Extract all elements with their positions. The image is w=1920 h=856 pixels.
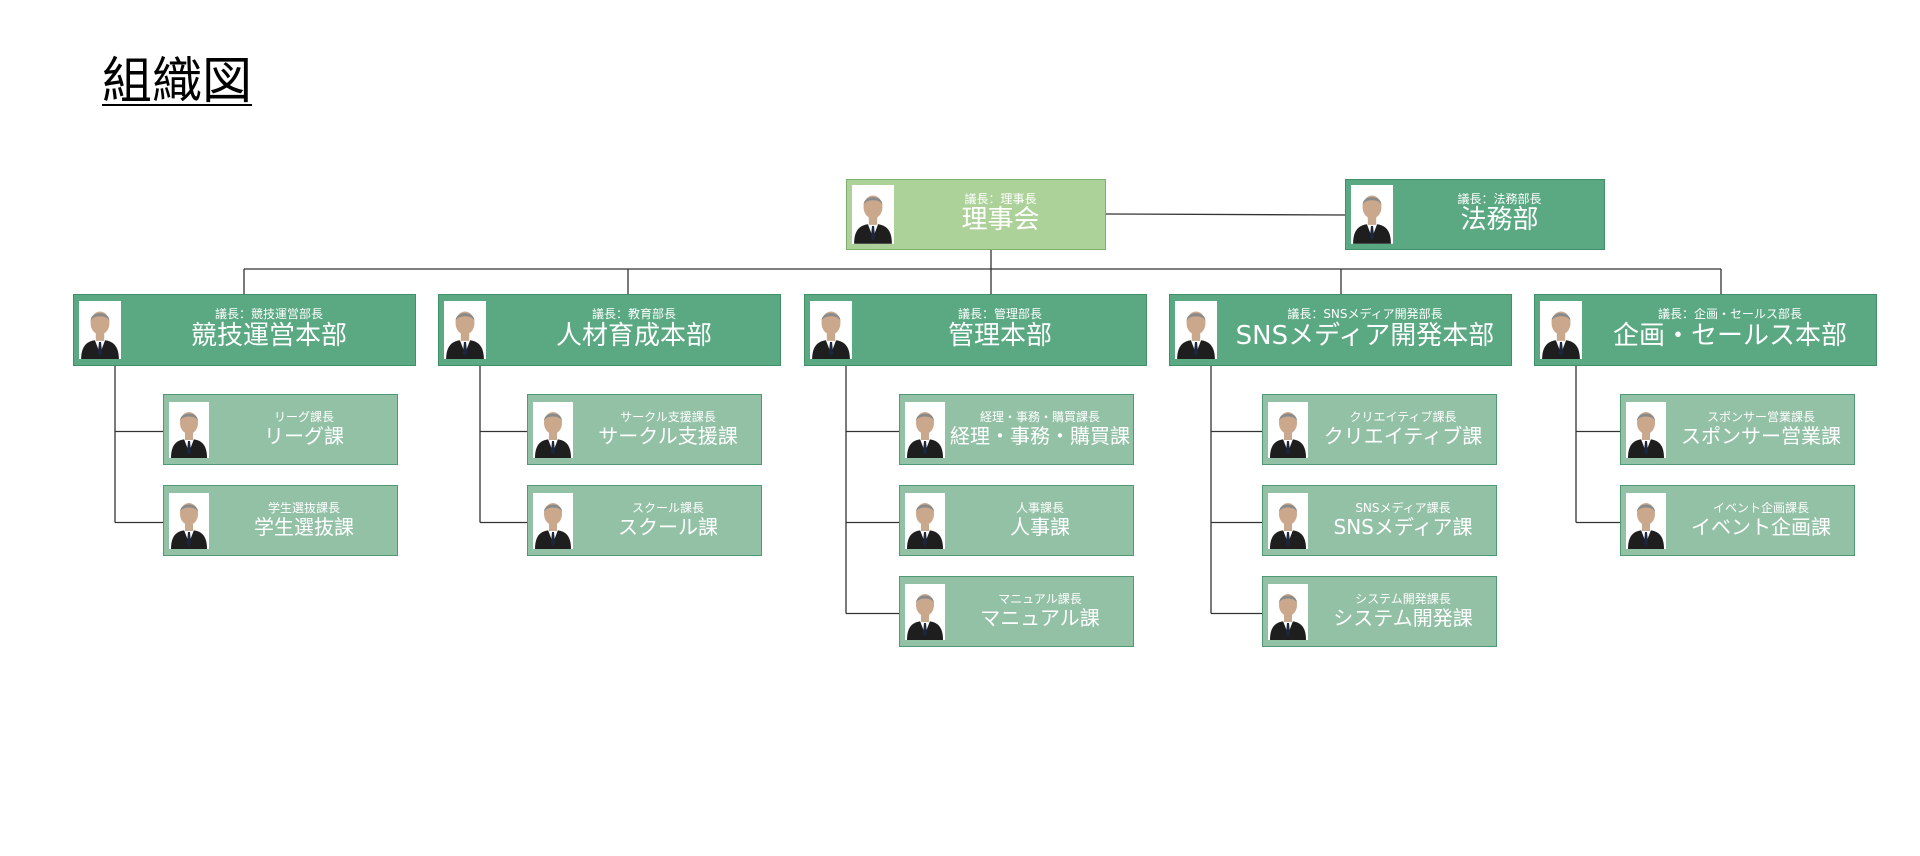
- person-avatar-icon: [905, 583, 945, 640]
- person-avatar-icon: [1268, 492, 1308, 549]
- person-avatar-icon: [1540, 300, 1582, 360]
- board-box-role: 議長：理事長: [964, 192, 1037, 206]
- section-box-3-1-name: SNSメディア課: [1333, 514, 1473, 539]
- section-box-3-0: クリエイティブ課長クリエイティブ課: [1262, 394, 1497, 465]
- section-box-0-1-role: 学生選抜課長: [267, 502, 340, 516]
- section-box-1-1: スクール課長スクール課: [527, 485, 762, 556]
- board-box-text: 議長：理事長理事会: [896, 193, 1105, 237]
- section-box-0-0-name: リーグ課: [264, 423, 344, 448]
- section-box-3-2: システム開発課長システム開発課: [1262, 576, 1497, 647]
- section-box-3-2-name: システム開発課: [1333, 605, 1473, 630]
- division-box-4-text: 議長：企画・セールス部長企画・セールス本部: [1584, 308, 1876, 352]
- section-box-2-1-text: 人事課長人事課: [947, 502, 1133, 539]
- section-box-2-2-name: マニュアル課: [980, 605, 1100, 630]
- section-box-0-0: リーグ課長リーグ課: [163, 394, 398, 465]
- section-box-2-1-name: 人事課: [1010, 514, 1070, 539]
- person-avatar-icon: [905, 401, 945, 458]
- person-avatar-icon: [533, 492, 573, 549]
- section-box-3-0-text: クリエイティブ課長クリエイティブ課: [1310, 411, 1496, 448]
- page-title: 組織図: [102, 52, 252, 110]
- division-box-1: 議長：教育部長人材育成本部: [438, 294, 781, 366]
- person-avatar-icon: [444, 300, 486, 360]
- section-box-4-1-role: イベント企画課長: [1712, 502, 1809, 516]
- person-avatar-icon: [810, 300, 852, 360]
- section-box-4-1-text: イベント企画課長イベント企画課: [1668, 502, 1854, 539]
- person-avatar-icon: [1351, 185, 1393, 244]
- division-box-0-text: 議長：競技運営部長競技運営本部: [123, 308, 415, 352]
- legal-box-role: 議長：法務部長: [1457, 192, 1542, 206]
- person-avatar-icon: [533, 401, 573, 458]
- division-box-4-role: 議長：企画・セールス部長: [1657, 308, 1802, 322]
- section-box-4-1: イベント企画課長イベント企画課: [1620, 485, 1855, 556]
- section-box-2-0-name: 経理・事務・購買課: [950, 423, 1130, 448]
- section-box-0-1-text: 学生選抜課長学生選抜課: [211, 502, 397, 539]
- division-box-3-name: SNSメディア開発本部: [1235, 320, 1495, 351]
- board-box: 議長：理事長理事会: [846, 179, 1106, 250]
- division-box-2-text: 議長：管理部長管理本部: [854, 308, 1146, 352]
- person-avatar-icon: [169, 401, 209, 458]
- section-box-4-0-name: スポンサー営業課: [1681, 423, 1841, 448]
- person-avatar-icon: [905, 492, 945, 549]
- section-box-3-0-name: クリエイティブ課: [1323, 423, 1483, 448]
- legal-box: 議長：法務部長法務部: [1345, 179, 1605, 250]
- person-avatar-icon: [1626, 492, 1666, 549]
- section-box-4-0-text: スポンサー営業課長スポンサー営業課: [1668, 411, 1854, 448]
- section-box-3-1-role: SNSメディア課長: [1355, 502, 1451, 516]
- person-avatar-icon: [1175, 300, 1217, 360]
- section-box-0-1-name: 学生選抜課: [254, 514, 354, 539]
- section-box-3-0-role: クリエイティブ課長: [1349, 411, 1457, 425]
- section-box-1-0-role: サークル支援課長: [620, 411, 716, 425]
- section-box-4-0-role: スポンサー営業課長: [1706, 411, 1815, 425]
- section-box-2-2-role: マニュアル課長: [998, 593, 1082, 607]
- section-box-2-2-text: マニュアル課長マニュアル課: [947, 593, 1133, 630]
- division-box-2: 議長：管理部長管理本部: [804, 294, 1147, 366]
- division-box-4: 議長：企画・セールス部長企画・セールス本部: [1534, 294, 1877, 366]
- board-box-name: 理事会: [961, 205, 1040, 236]
- section-box-3-2-text: システム開発課長システム開発課: [1310, 593, 1496, 630]
- section-box-1-0: サークル支援課長サークル支援課: [527, 394, 762, 465]
- legal-box-name: 法務部: [1460, 205, 1539, 236]
- division-box-1-text: 議長：教育部長人材育成本部: [488, 308, 780, 352]
- section-box-2-0-role: 経理・事務・購買課長: [979, 411, 1100, 425]
- section-box-1-1-text: スクール課長スクール課: [575, 502, 761, 539]
- section-box-1-0-name: サークル支援課: [598, 423, 738, 448]
- section-box-3-2-role: システム開発課長: [1355, 593, 1451, 607]
- section-box-2-0-text: 経理・事務・購買課長経理・事務・購買課: [947, 411, 1133, 448]
- section-box-2-2: マニュアル課長マニュアル課: [899, 576, 1134, 647]
- person-avatar-icon: [169, 492, 209, 549]
- division-box-4-name: 企画・セールス本部: [1612, 320, 1847, 351]
- division-box-2-role: 議長：管理部長: [957, 308, 1042, 322]
- person-avatar-icon: [1268, 583, 1308, 640]
- division-box-1-role: 議長：教育部長: [591, 308, 676, 322]
- section-box-1-0-text: サークル支援課長サークル支援課: [575, 411, 761, 448]
- legal-box-text: 議長：法務部長法務部: [1395, 193, 1604, 237]
- section-box-1-1-name: スクール課: [618, 514, 718, 539]
- section-box-0-0-text: リーグ課長リーグ課: [211, 411, 397, 448]
- person-avatar-icon: [79, 300, 121, 360]
- section-box-2-1-role: 人事課長: [1015, 502, 1064, 516]
- division-box-3-role: 議長：SNSメディア開発部長: [1287, 308, 1443, 322]
- division-box-0: 議長：競技運営部長競技運営本部: [73, 294, 416, 366]
- division-box-0-name: 競技運営本部: [190, 320, 347, 351]
- section-box-1-1-role: スクール課長: [631, 502, 704, 516]
- person-avatar-icon: [1268, 401, 1308, 458]
- division-box-0-role: 議長：競技運営部長: [214, 308, 323, 322]
- person-avatar-icon: [852, 185, 894, 244]
- section-box-0-0-role: リーグ課長: [273, 411, 334, 425]
- division-box-1-name: 人材育成本部: [555, 320, 712, 351]
- division-box-2-name: 管理本部: [947, 320, 1052, 351]
- section-box-0-1: 学生選抜課長学生選抜課: [163, 485, 398, 556]
- section-box-4-1-name: イベント企画課: [1691, 514, 1831, 539]
- board-legal-connector: [1105, 213, 1346, 216]
- section-box-4-0: スポンサー営業課長スポンサー営業課: [1620, 394, 1855, 465]
- section-box-2-1: 人事課長人事課: [899, 485, 1134, 556]
- section-box-2-0: 経理・事務・購買課長経理・事務・購買課: [899, 394, 1134, 465]
- person-avatar-icon: [1626, 401, 1666, 458]
